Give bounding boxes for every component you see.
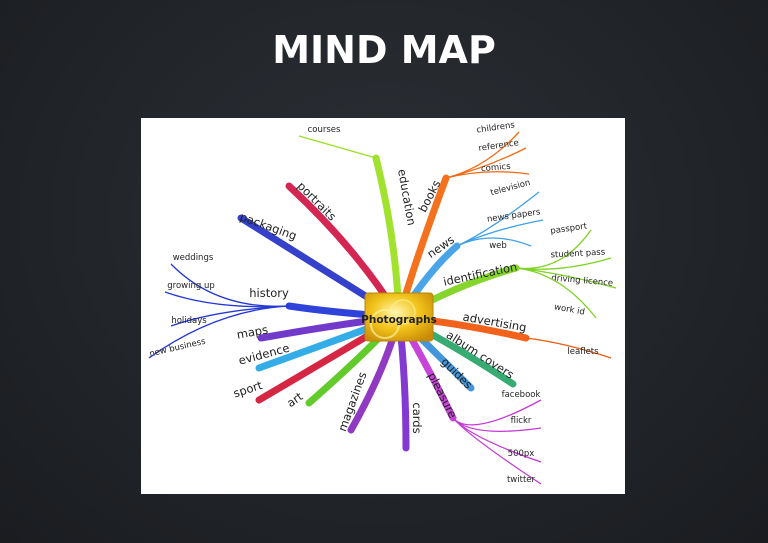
sub-branch-label-work-id: work id [553, 302, 585, 317]
sub-branch-label-leaflets: leaflets [567, 347, 599, 357]
sub-branch-new-business [148, 305, 290, 359]
mind-map-diagram: educationcoursesbookschildrensreferencec… [148, 120, 617, 485]
branch-label-identification: identification [442, 259, 518, 288]
sub-branch-label-television: television [489, 178, 531, 198]
branch-label-education: education [395, 168, 419, 227]
sub-branch-label-weddings: weddings [173, 253, 214, 263]
center-node-label: Photographs [361, 314, 437, 326]
slide-title: MIND MAP [272, 28, 496, 72]
sub-branch-label-comics: comics [481, 162, 512, 175]
sub-branch-label-flickr: flickr [511, 416, 532, 426]
sub-branch-label-driving-licence: driving licence [551, 273, 614, 288]
branch-label-maps: maps [236, 322, 270, 341]
sub-branch-label-courses: courses [308, 125, 341, 135]
center-node-lens-graphic-2 [390, 299, 416, 325]
sub-branch-label-growing-up: growing up [167, 281, 215, 291]
sub-branch-label-passport: passport [550, 221, 589, 236]
sub-branch-courses [298, 135, 377, 159]
branch-label-cards: cards [410, 402, 424, 433]
sub-branch-label-facebook: facebook [502, 390, 541, 400]
center-node-box[interactable] [364, 292, 434, 342]
sub-branch-label-500px: 500px [508, 449, 535, 459]
sub-branch-label-holidays: holidays [171, 316, 207, 326]
branch-label-history: history [249, 286, 289, 300]
sub-branch-work-id [515, 267, 597, 319]
sub-branch-label-web: web [489, 241, 507, 251]
sub-branch-twitter [452, 417, 542, 485]
sub-branch-label-childrens: childrens [476, 120, 516, 135]
sub-branch-comics [445, 171, 530, 179]
sub-branch-web [456, 237, 532, 247]
center-node[interactable]: Photographs [361, 292, 437, 342]
sub-branch-label-student-pass: student pass [550, 248, 606, 261]
sub-branch-label-twitter: twitter [507, 475, 536, 485]
branch-label-art: art [284, 389, 306, 410]
sub-branch-leaflets [525, 337, 612, 359]
